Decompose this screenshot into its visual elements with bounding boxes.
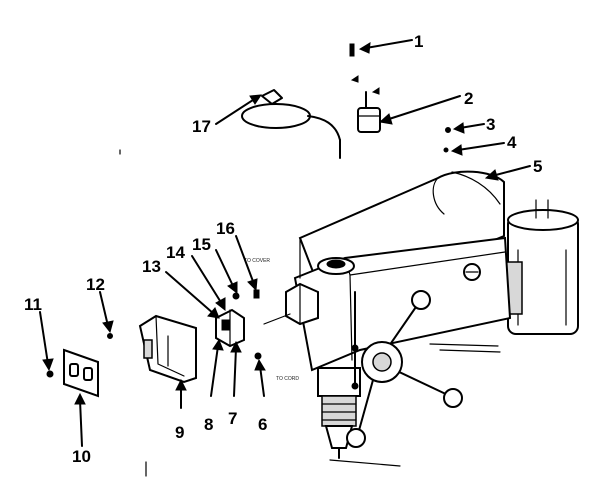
callout-7: 7 [228, 409, 237, 428]
callout-12: 12 [86, 275, 105, 294]
callout-15: 15 [192, 235, 211, 254]
callout-3: 3 [486, 115, 495, 134]
spindle-chuck [317, 367, 361, 459]
feed-handles [346, 290, 463, 448]
callout-1: 1 [414, 32, 423, 51]
callout-11: 11 [24, 295, 42, 314]
callout-5: 5 [533, 157, 542, 176]
callout-2: 2 [464, 89, 473, 108]
callout-labels: 1 2 3 4 5 6 7 8 9 10 11 12 13 14 15 16 1… [24, 32, 542, 466]
callout-6: 6 [258, 415, 267, 434]
callout-17: 17 [192, 117, 211, 136]
drill-press-head: TO COVER TO CORD [244, 170, 579, 467]
leader-lines [39, 39, 531, 447]
svg-text:TO CORD: TO CORD [276, 376, 299, 382]
switch-cover [138, 314, 197, 384]
callout-13: 13 [142, 257, 161, 276]
power-cord [241, 89, 341, 159]
callout-14: 14 [166, 243, 185, 262]
callout-9: 9 [175, 423, 184, 442]
callout-10: 10 [72, 447, 91, 466]
callout-16: 16 [216, 219, 235, 238]
hardware-items [46, 43, 451, 378]
motor [505, 199, 579, 335]
callout-8: 8 [204, 415, 213, 434]
switch-plate [63, 348, 99, 398]
switch-box [285, 282, 319, 326]
svg-text:TO COVER: TO COVER [244, 258, 270, 264]
callout-4: 4 [507, 133, 517, 152]
switch-assembly [215, 308, 245, 348]
